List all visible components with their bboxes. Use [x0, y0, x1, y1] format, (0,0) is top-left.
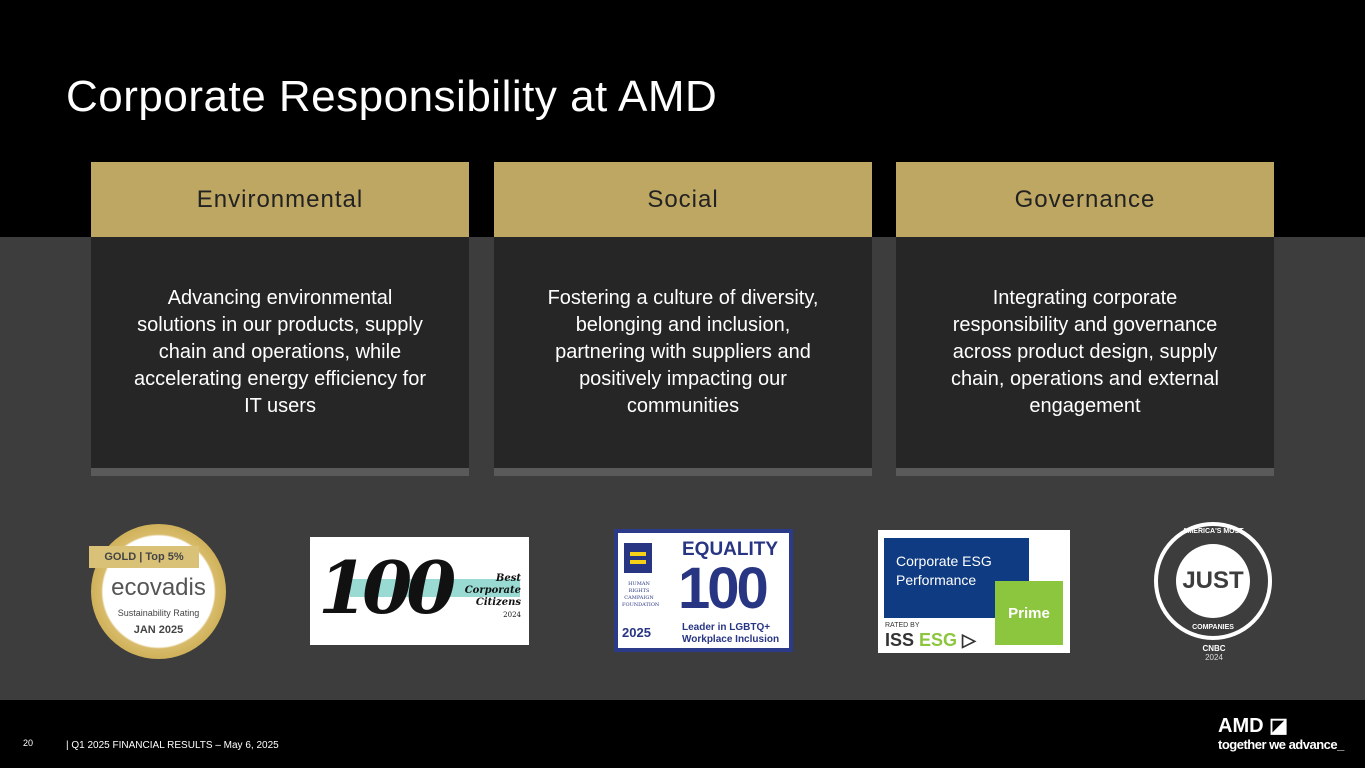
logo-equality: EQUALITY	[682, 539, 779, 560]
pillar-heading: Environmental	[91, 162, 469, 237]
amd-tagline: together we advance_	[1218, 737, 1344, 752]
logo-title: Best Corporate Citizens	[464, 573, 521, 608]
logo-org: HUMAN RIGHTS CAMPAIGN FOUNDATION	[622, 581, 660, 608]
equal-sign-icon	[624, 543, 652, 573]
badge-year: 2024	[1205, 653, 1223, 662]
badge-top: AMERICA'S MOST	[1182, 528, 1244, 535]
pillar-body: Integrating corporate responsibility and…	[951, 287, 1219, 417]
prime-badge: Prime	[995, 581, 1063, 645]
pillar-heading: Social	[494, 162, 872, 237]
badge-date: JAN 2025	[133, 624, 184, 636]
badge-ribbon: GOLD | Top 5%	[89, 546, 199, 568]
ecovadis-badge: GOLD | Top 5% ecovadis Sustainability Ra…	[89, 524, 226, 659]
amd-logo: AMD ◪	[1218, 715, 1288, 737]
pillar-body: Advancing environmental solutions in our…	[133, 287, 426, 417]
logo-year: 2024	[503, 611, 521, 619]
logo-number: 100	[678, 556, 769, 621]
logo-title: Corporate ESG Performance	[884, 538, 1029, 618]
pillar-environmental: Environmental Advancing environmental so…	[91, 162, 469, 476]
logo-caption: Leader in LGBTQ+ Workplace Inclusion	[682, 622, 780, 645]
pillar-governance: Governance Integrating corporate respons…	[896, 162, 1274, 476]
just-companies-badge: AMERICA'S MOST JUST COMPANIES CNBC 2024	[1154, 522, 1274, 672]
badge-label: Sustainability Rating	[117, 608, 200, 618]
pillar-social: Social Fostering a culture of diversity,…	[494, 162, 872, 476]
iss-esg-prime-logo: Corporate ESG Performance Prime RATED BY…	[878, 530, 1070, 653]
logo-brand: ISS ESG ▷	[885, 630, 976, 650]
hrc-equality-logo: HUMAN RIGHTS CAMPAIGN FOUNDATION 2025 EQ…	[614, 529, 793, 652]
pillar-body: Fostering a culture of diversity, belong…	[547, 287, 819, 417]
badge-brand: ecovadis	[111, 574, 206, 601]
pillar-heading: Governance	[896, 162, 1274, 237]
page-title: Corporate Responsibility at AMD	[66, 72, 718, 121]
cnbc-logo: CNBC	[1202, 644, 1226, 653]
footer-text: | Q1 2025 FINANCIAL RESULTS – May 6, 202…	[66, 740, 279, 751]
logo-number: 100	[318, 545, 456, 630]
logo-year: 2025	[622, 625, 651, 640]
logo-rated: RATED BY	[885, 622, 920, 629]
best-corporate-citizens-logo: 100 Best Corporate Citizens 2024	[310, 537, 529, 645]
badge-center: JUST	[1176, 544, 1250, 618]
badge-bottom: COMPANIES	[1192, 624, 1234, 631]
page-number: 20	[23, 738, 34, 748]
